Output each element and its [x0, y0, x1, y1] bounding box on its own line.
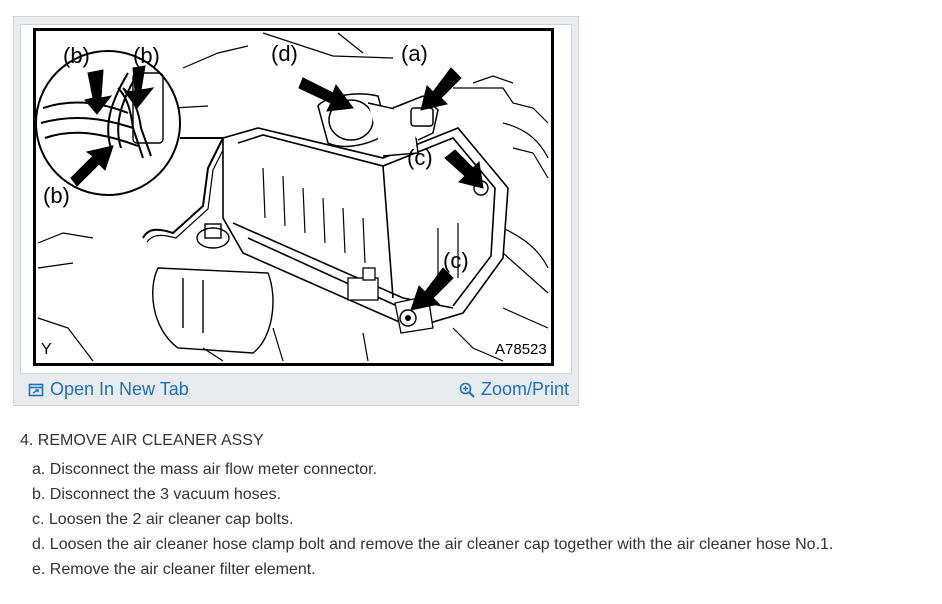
housing-ribs — [262, 167, 459, 283]
zoom-icon — [459, 382, 475, 398]
callout-arrows — [70, 65, 484, 311]
callout-b-top-left: (b) — [63, 43, 90, 68]
arrow-b2 — [124, 65, 155, 109]
procedure-title: 4. REMOVE AIR CLEANER ASSY — [20, 432, 264, 449]
procedure-steps: a. Disconnect the mass air flow meter co… — [20, 457, 833, 582]
procedure-step: a. Disconnect the mass air flow meter co… — [32, 461, 378, 478]
procedure-step: b. Disconnect the 3 vacuum hoses. — [32, 486, 282, 503]
arrow-d — [298, 77, 354, 112]
corner-mark: Y — [41, 341, 52, 358]
procedure-step: c. Loosen the 2 air cleaner cap bolts. — [32, 511, 294, 528]
procedure-step: d. Loosen the air cleaner hose clamp bol… — [32, 536, 834, 553]
arrow-a — [420, 67, 462, 111]
vacuum-line — [142, 137, 224, 239]
zoom-print-label: Zoom/Print — [480, 379, 569, 399]
figure-id: A78523 — [495, 341, 547, 358]
open-in-new-tab-label: Open In New Tab — [50, 379, 189, 399]
arrow-b3 — [70, 145, 114, 187]
reservoir-tank — [152, 223, 274, 354]
open-in-new-tab-link[interactable]: Open In New Tab — [28, 379, 189, 400]
callout-a: (a) — [401, 41, 428, 66]
procedure-step: e. Remove the air cleaner filter element… — [32, 561, 316, 578]
callout-c-upper: (c) — [407, 145, 433, 170]
figure-card: (b) (b) (b) (d) (a) (c) (c) Y A78523 Ope… — [13, 16, 579, 406]
figure-frame: (b) (b) (b) (d) (a) (c) (c) Y A78523 — [20, 24, 572, 374]
arrow-b1 — [84, 69, 113, 115]
callout-b-lower: (b) — [43, 183, 70, 208]
air-cleaner-diagram: (b) (b) (b) (d) (a) (c) (c) Y A78523 — [33, 28, 554, 366]
callout-c-lower: (c) — [443, 248, 469, 273]
callout-d: (d) — [271, 41, 298, 66]
callout-b-top-right: (b) — [133, 43, 160, 68]
arrow-c1 — [444, 149, 484, 189]
arrow-c2 — [410, 267, 454, 311]
open-tab-icon — [28, 382, 44, 398]
engine-bay-linework — [37, 32, 549, 362]
zoom-print-link[interactable]: Zoom/Print — [459, 379, 569, 400]
procedure-section: 4. REMOVE AIR CLEANER ASSY a. Disconnect… — [20, 431, 833, 582]
inset-detail — [35, 50, 223, 196]
figure-toolbar: Open In New Tab Zoom/Print — [14, 377, 578, 405]
